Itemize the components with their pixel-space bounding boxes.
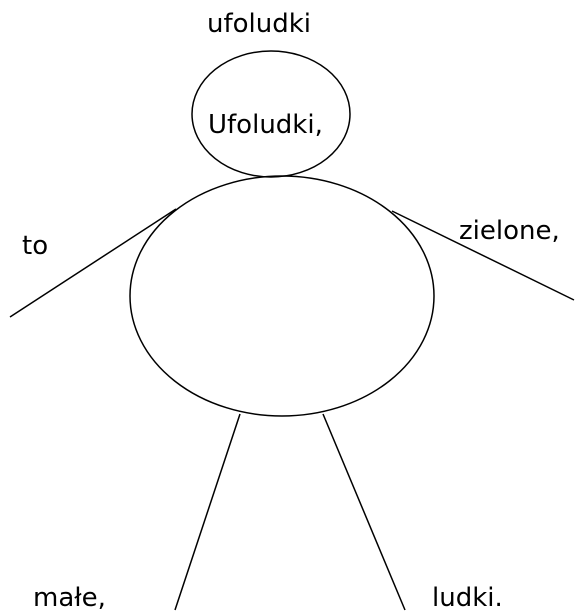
label-in-head: Ufoludki, [208, 110, 323, 140]
label-left-leg: małe, [33, 583, 106, 613]
right-arm-line [391, 210, 575, 301]
label-right-leg: ludki. [432, 583, 503, 613]
label-left-arm: to [22, 231, 49, 261]
left-arm-line [9, 208, 177, 318]
right-leg-line [322, 413, 406, 611]
left-leg-line [174, 413, 241, 611]
body-circle [129, 175, 435, 417]
label-right-arm: zielone, [459, 216, 560, 246]
label-above-head: ufoludki [207, 9, 312, 39]
